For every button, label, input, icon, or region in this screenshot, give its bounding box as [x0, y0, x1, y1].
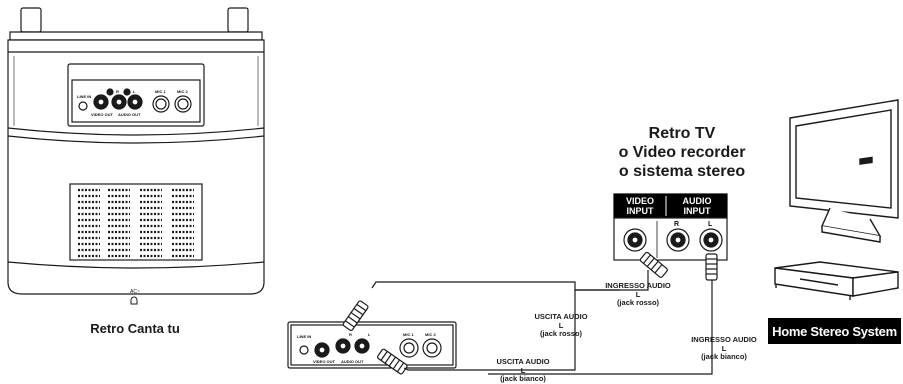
jack-r-label: R [674, 221, 680, 228]
panel-mic2-label: MIC 2 [425, 332, 436, 337]
unit-mic2-label: MIC 2 [177, 89, 188, 94]
tv-icon [789, 99, 899, 243]
connector-panel [287, 300, 457, 375]
unit-audio-out-label: AUDIO OUT [118, 112, 141, 117]
unit-line-in-label: LINE IN [77, 94, 92, 99]
stereo-icon [774, 156, 899, 300]
cables [371, 270, 713, 375]
panel-line-in-label: LINE IN [297, 334, 312, 339]
jack-l-label: L [708, 221, 713, 228]
av-input-panel [613, 193, 728, 281]
panel-mic1-label: MIC 1 [403, 332, 414, 337]
home-stereo-badge: Home Stereo System [768, 318, 901, 344]
panel-video-out-label: VIDEO OUT [313, 359, 336, 364]
unit-mic1-label: MIC 1 [155, 89, 166, 94]
device-name: Retro Canta tu [90, 321, 180, 336]
unit-r-label: R [116, 89, 119, 94]
panel-audio-out-label: AUDIO OUT [341, 359, 364, 364]
unit-l-label: L [133, 89, 136, 94]
ac-label: AC~ [130, 289, 140, 295]
karaoke-unit [7, 7, 265, 305]
target-device-title: Retro TV o Video recorder o sistema ster… [618, 125, 746, 180]
panel-l-label: L [368, 332, 371, 337]
panel-r-label: R [349, 332, 352, 337]
unit-video-out-label: VIDEO OUT [91, 112, 114, 117]
